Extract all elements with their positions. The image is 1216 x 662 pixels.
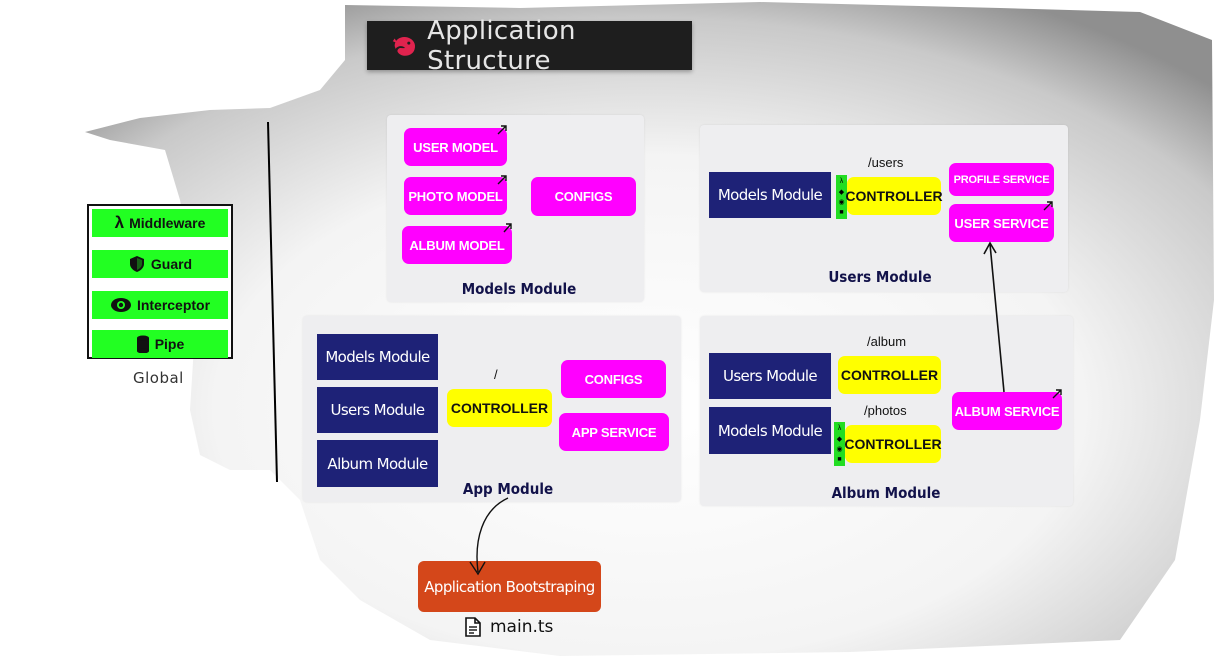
album-models-module-node: Models Module	[709, 407, 831, 454]
app-module-label: App Module	[462, 480, 554, 498]
photos-controller-pipeline: λ ◆ ◉ ■	[834, 422, 845, 466]
user-model-node: USER MODEL	[404, 128, 507, 166]
global-interceptor-label: Interceptor	[136, 297, 211, 313]
lambda-icon: λ	[837, 424, 842, 432]
global-interceptor: Interceptor	[92, 291, 228, 319]
global-guard-label: Guard	[150, 256, 193, 272]
app-controller-node: CONTROLLER	[447, 389, 552, 427]
photos-controller-node: CONTROLLER	[844, 425, 942, 463]
shield-icon: ◆	[836, 435, 843, 443]
album-service-node: ALBUM SERVICE	[952, 392, 1062, 430]
global-guard: Guard	[92, 250, 228, 278]
eye-icon: ◉	[838, 199, 845, 207]
user-service-node: USER SERVICE	[949, 204, 1054, 242]
app-users-module-node: Users Module	[317, 387, 438, 433]
main-file-label: main.ts	[464, 617, 553, 637]
application-bootstrap-node: Application Bootstraping	[418, 561, 601, 612]
app-models-module-node: Models Module	[317, 334, 438, 380]
global-pipe-label: Pipe	[154, 336, 185, 352]
shield-icon	[129, 256, 144, 272]
models-configs-node: CONFIGS	[531, 177, 636, 216]
shield-icon: ◆	[838, 188, 845, 196]
app-configs-node: CONFIGS	[561, 360, 666, 398]
album-route: /album	[867, 334, 907, 349]
users-models-module-node: Models Module	[709, 172, 831, 218]
models-module-label: Models Module	[461, 280, 577, 298]
album-model-node: ALBUM MODEL	[402, 226, 512, 264]
album-module-label: Album Module	[831, 484, 941, 502]
album-controller-node: CONTROLLER	[838, 356, 941, 394]
divider-line	[267, 121, 278, 483]
users-controller-pipeline: λ ◆ ◉ ■	[836, 175, 847, 219]
global-middleware: λ Middleware	[92, 209, 228, 237]
photo-model-node: PHOTO MODEL	[404, 177, 507, 215]
cylinder-icon: ■	[839, 209, 844, 217]
profile-service-node: PROFILE SERVICE	[949, 163, 1054, 196]
users-controller-node: CONTROLLER	[845, 177, 943, 215]
users-module-label: Users Module	[828, 268, 932, 286]
album-users-module-node: Users Module	[709, 353, 831, 399]
page-title: Application Structure	[427, 15, 576, 76]
lambda-icon: λ	[114, 213, 125, 232]
main-file-name: main.ts	[490, 617, 554, 637]
global-panel: λ Middleware Guard Interceptor Pipe	[87, 204, 233, 359]
app-album-module-node: Album Module	[317, 440, 438, 487]
app-route: /	[494, 367, 498, 382]
file-icon	[465, 617, 481, 637]
users-route: /users	[868, 155, 904, 170]
cylinder-icon: ■	[837, 456, 842, 464]
nestjs-logo	[392, 36, 416, 56]
global-pipe: Pipe	[92, 330, 228, 358]
cylinder-icon	[136, 335, 149, 353]
app-service-node: APP SERVICE	[559, 413, 669, 451]
title-bar: Application Structure	[367, 16, 692, 76]
lambda-icon: λ	[839, 177, 844, 185]
eye-icon: ◉	[836, 446, 843, 454]
photos-route: /photos	[864, 403, 907, 418]
eye-icon	[110, 298, 131, 312]
global-label: Global	[133, 369, 184, 387]
global-middleware-label: Middleware	[129, 215, 206, 231]
